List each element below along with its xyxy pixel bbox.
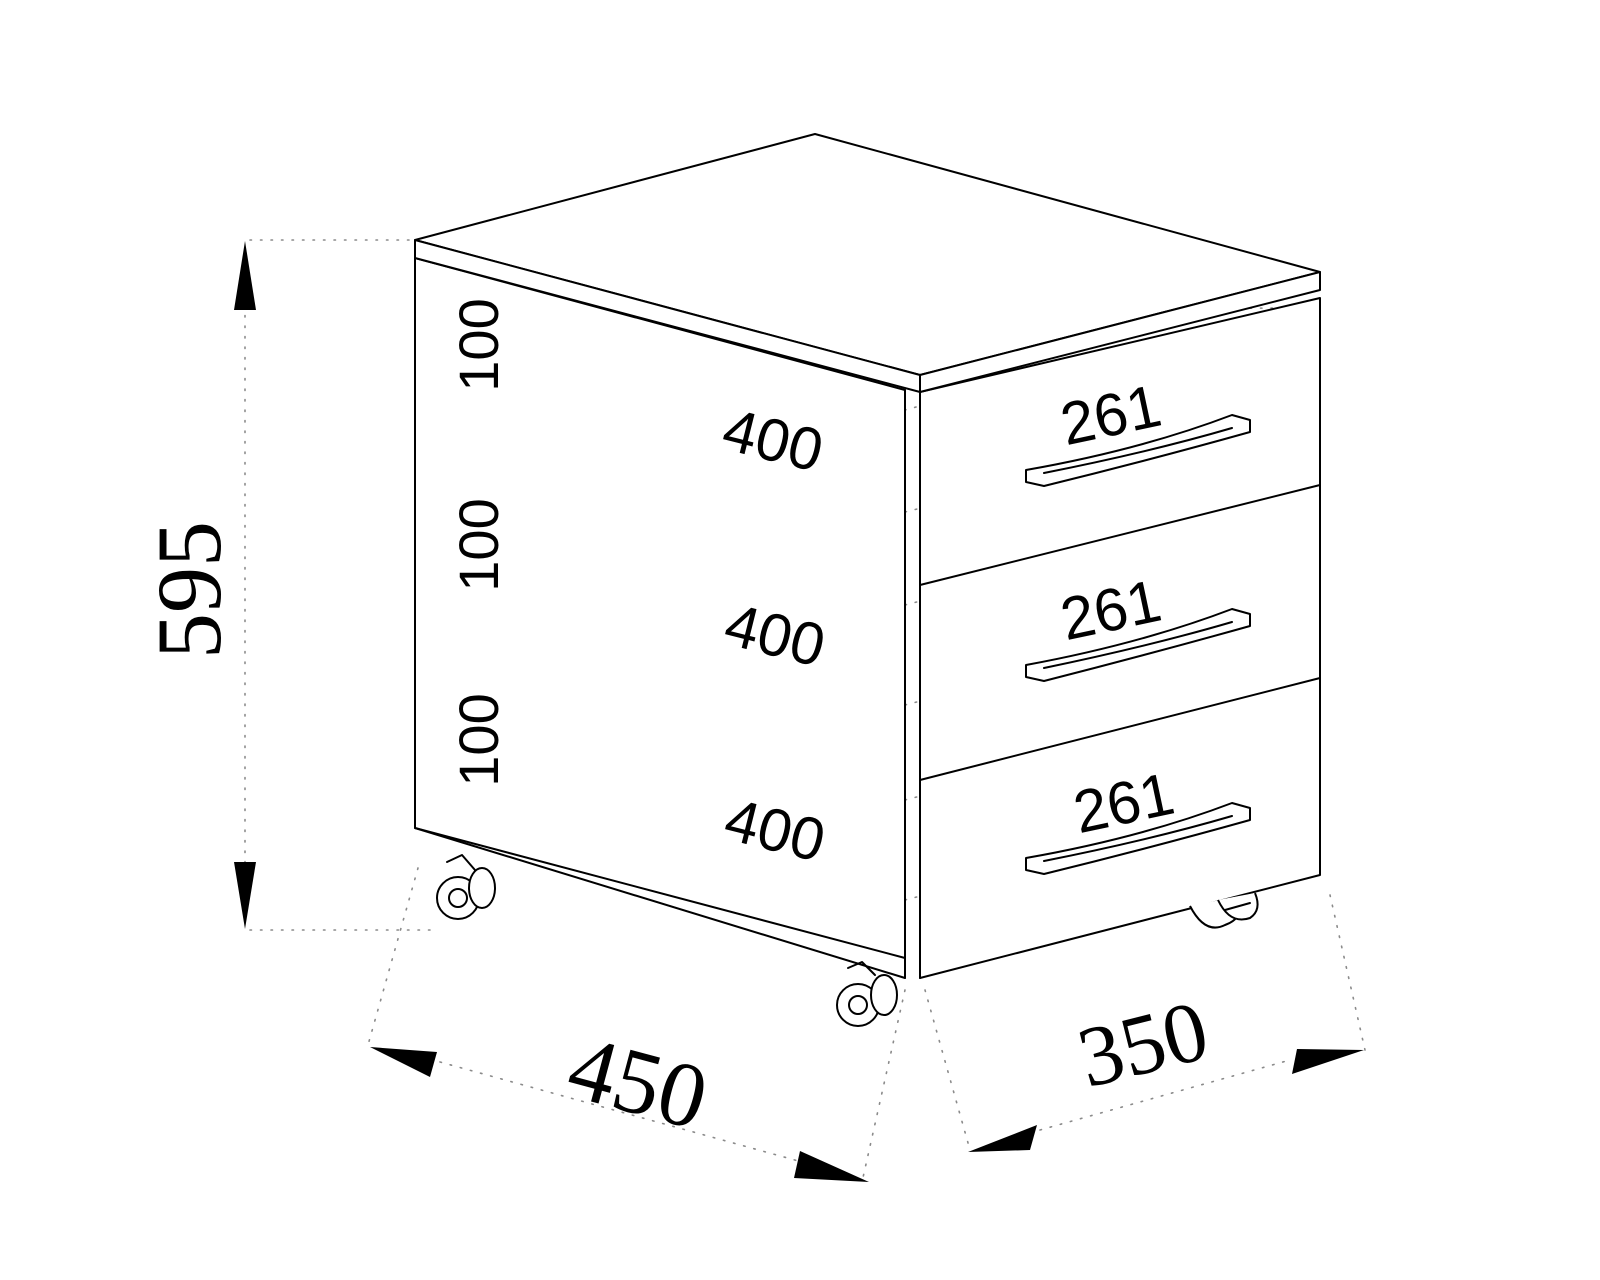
arrow-height-bottom [234, 862, 256, 929]
drawer-divider-2 [919, 677, 1321, 781]
dimension-arrows [234, 241, 1364, 1182]
castor-front-right [836, 961, 898, 1027]
castor-wheels [436, 854, 1259, 1027]
drawer-1-height-label: 100 [447, 298, 510, 391]
handle-drawer-3 [1025, 802, 1251, 875]
castor-back-right [1189, 892, 1259, 929]
arrow-depth-right [1292, 1049, 1364, 1074]
handle-drawer-2 [1025, 608, 1251, 682]
drawer-3-height-label: 100 [447, 693, 510, 786]
handle-drawer-1 [1025, 414, 1251, 487]
arrow-width-right [794, 1151, 869, 1182]
drawer-divider-1 [919, 484, 1321, 586]
overall-width-label: 450 [558, 1015, 718, 1149]
dimension-labels: 595 450 350 100 100 100 400 400 400 261 … [138, 298, 1217, 1149]
overall-depth-label: 350 [1069, 982, 1217, 1106]
cabinet-geometry [414, 133, 1321, 979]
arrow-depth-left [968, 1125, 1037, 1152]
castor-front-left [436, 854, 496, 920]
arrow-width-left [370, 1047, 437, 1077]
drawer-2-height-label: 100 [447, 498, 510, 591]
top-panel-side-edge [919, 271, 1321, 393]
arrow-height-top [234, 241, 256, 310]
overall-height-label: 595 [138, 521, 240, 659]
handles [1025, 414, 1251, 875]
